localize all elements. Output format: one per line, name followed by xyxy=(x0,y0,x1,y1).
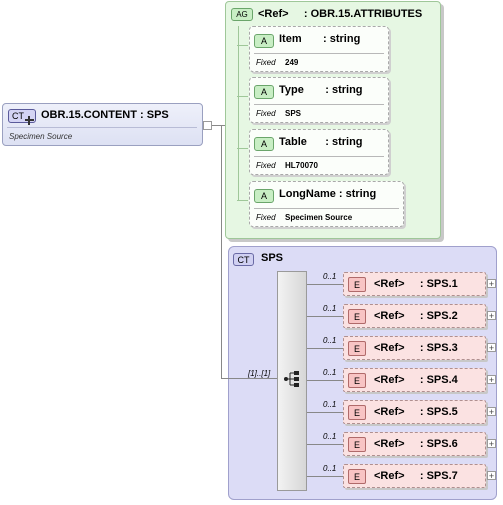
content-type-title: OBR.15.CONTENT : SPS xyxy=(41,109,169,121)
element-name: <Ref> : SPS.2 xyxy=(374,310,458,322)
element-badge: E xyxy=(348,405,366,420)
expand-button[interactable]: + xyxy=(487,439,496,449)
fixed-label: Fixed xyxy=(256,109,276,118)
divider xyxy=(254,156,384,157)
element-badge: E xyxy=(348,341,366,356)
attribute-badge: A xyxy=(254,189,274,203)
complex-type-badge: CT xyxy=(12,111,24,121)
connector xyxy=(221,378,277,379)
fixed-label: Fixed xyxy=(256,161,276,170)
element-name: <Ref> : SPS.3 xyxy=(374,342,458,354)
attribute-badge: A xyxy=(254,85,274,99)
element-sps-2[interactable]: E <Ref> : SPS.2 xyxy=(343,304,486,328)
complex-type-icon: CT xyxy=(8,109,36,125)
element-occurrence: 0..1 xyxy=(323,304,337,313)
connector xyxy=(237,45,248,46)
fixed-value: Specimen Source xyxy=(285,213,353,222)
element-name: <Ref> : SPS.7 xyxy=(374,470,458,482)
attribute-group-title: <Ref> : OBR.15.ATTRIBUTES xyxy=(258,8,423,20)
fixed-value: SPS xyxy=(285,109,302,118)
plus-glyph-icon xyxy=(25,112,34,125)
sps-type-title: SPS xyxy=(261,252,284,264)
expand-button[interactable]: + xyxy=(487,279,496,289)
attribute-item[interactable]: A Item : string Fixed 249 xyxy=(249,26,389,72)
expand-button[interactable]: + xyxy=(487,375,496,385)
element-occurrence: 0..1 xyxy=(323,272,337,281)
attribute-table[interactable]: A Table : string Fixed HL70070 xyxy=(249,129,389,175)
element-occurrence: 0..1 xyxy=(323,432,337,441)
attribute-group-box[interactable]: AG <Ref> : OBR.15.ATTRIBUTES A Item : st… xyxy=(225,1,441,239)
expand-button[interactable]: + xyxy=(487,311,496,321)
element-name: <Ref> : SPS.1 xyxy=(374,278,458,290)
connector xyxy=(307,316,343,317)
fixed-value: HL70070 xyxy=(285,161,318,170)
content-type-description: Specimen Source xyxy=(9,132,73,141)
element-sps-5[interactable]: E <Ref> : SPS.5 xyxy=(343,400,486,424)
element-sps-6[interactable]: E <Ref> : SPS.6 xyxy=(343,432,486,456)
connector xyxy=(237,148,248,149)
attribute-type[interactable]: A Type : string Fixed SPS xyxy=(249,77,389,123)
complex-type-badge: CT xyxy=(233,253,254,266)
connector xyxy=(307,284,343,285)
sequence-compositor[interactable] xyxy=(277,271,307,491)
element-sps-4[interactable]: E <Ref> : SPS.4 xyxy=(343,368,486,392)
sequence-icon xyxy=(284,371,302,387)
element-badge: E xyxy=(348,469,366,484)
element-list: 0..1 E <Ref> : SPS.1 + 0..1 E <Ref> : SP… xyxy=(307,270,502,495)
connector xyxy=(307,380,343,381)
expand-button[interactable]: + xyxy=(487,407,496,417)
expand-button[interactable]: + xyxy=(487,471,496,481)
attribute-badge: A xyxy=(254,34,274,48)
connector xyxy=(237,96,248,97)
element-name: <Ref> : SPS.5 xyxy=(374,406,458,418)
attribute-longname[interactable]: A LongName : string Fixed Specimen Sourc… xyxy=(249,181,404,227)
connector xyxy=(221,125,222,378)
element-badge: E xyxy=(348,437,366,452)
divider xyxy=(254,53,384,54)
element-sps-1[interactable]: E <Ref> : SPS.1 xyxy=(343,272,486,296)
connector xyxy=(307,444,343,445)
attribute-name: Type : string xyxy=(279,84,363,96)
connector xyxy=(237,200,248,201)
fixed-label: Fixed xyxy=(256,58,276,67)
attribute-name: Item : string xyxy=(279,33,361,45)
sequence-occurrence: [1]..[1] xyxy=(248,369,271,378)
expand-button[interactable]: + xyxy=(487,343,496,353)
element-sps-7[interactable]: E <Ref> : SPS.7 xyxy=(343,464,486,488)
connector xyxy=(307,412,343,413)
connector xyxy=(307,476,343,477)
connector xyxy=(212,125,222,126)
fixed-value: 249 xyxy=(285,58,299,67)
element-badge: E xyxy=(348,373,366,388)
content-type-box[interactable]: CT OBR.15.CONTENT : SPS Specimen Source xyxy=(2,103,203,146)
divider xyxy=(7,127,197,128)
element-name: <Ref> : SPS.6 xyxy=(374,438,458,450)
attribute-group-badge: AG xyxy=(231,8,253,21)
element-badge: E xyxy=(348,309,366,324)
element-badge: E xyxy=(348,277,366,292)
element-name: <Ref> : SPS.4 xyxy=(374,374,458,386)
element-occurrence: 0..1 xyxy=(323,368,337,377)
fixed-label: Fixed xyxy=(256,213,276,222)
element-occurrence: 0..1 xyxy=(323,336,337,345)
attribute-name: LongName : string xyxy=(279,188,377,200)
divider xyxy=(254,104,384,105)
collapse-toggle[interactable] xyxy=(203,121,212,130)
divider xyxy=(254,208,399,209)
element-occurrence: 0..1 xyxy=(323,464,337,473)
attribute-name: Table : string xyxy=(279,136,363,148)
attribute-badge: A xyxy=(254,137,274,151)
element-occurrence: 0..1 xyxy=(323,400,337,409)
connector xyxy=(238,26,239,200)
element-sps-3[interactable]: E <Ref> : SPS.3 xyxy=(343,336,486,360)
connector xyxy=(307,348,343,349)
